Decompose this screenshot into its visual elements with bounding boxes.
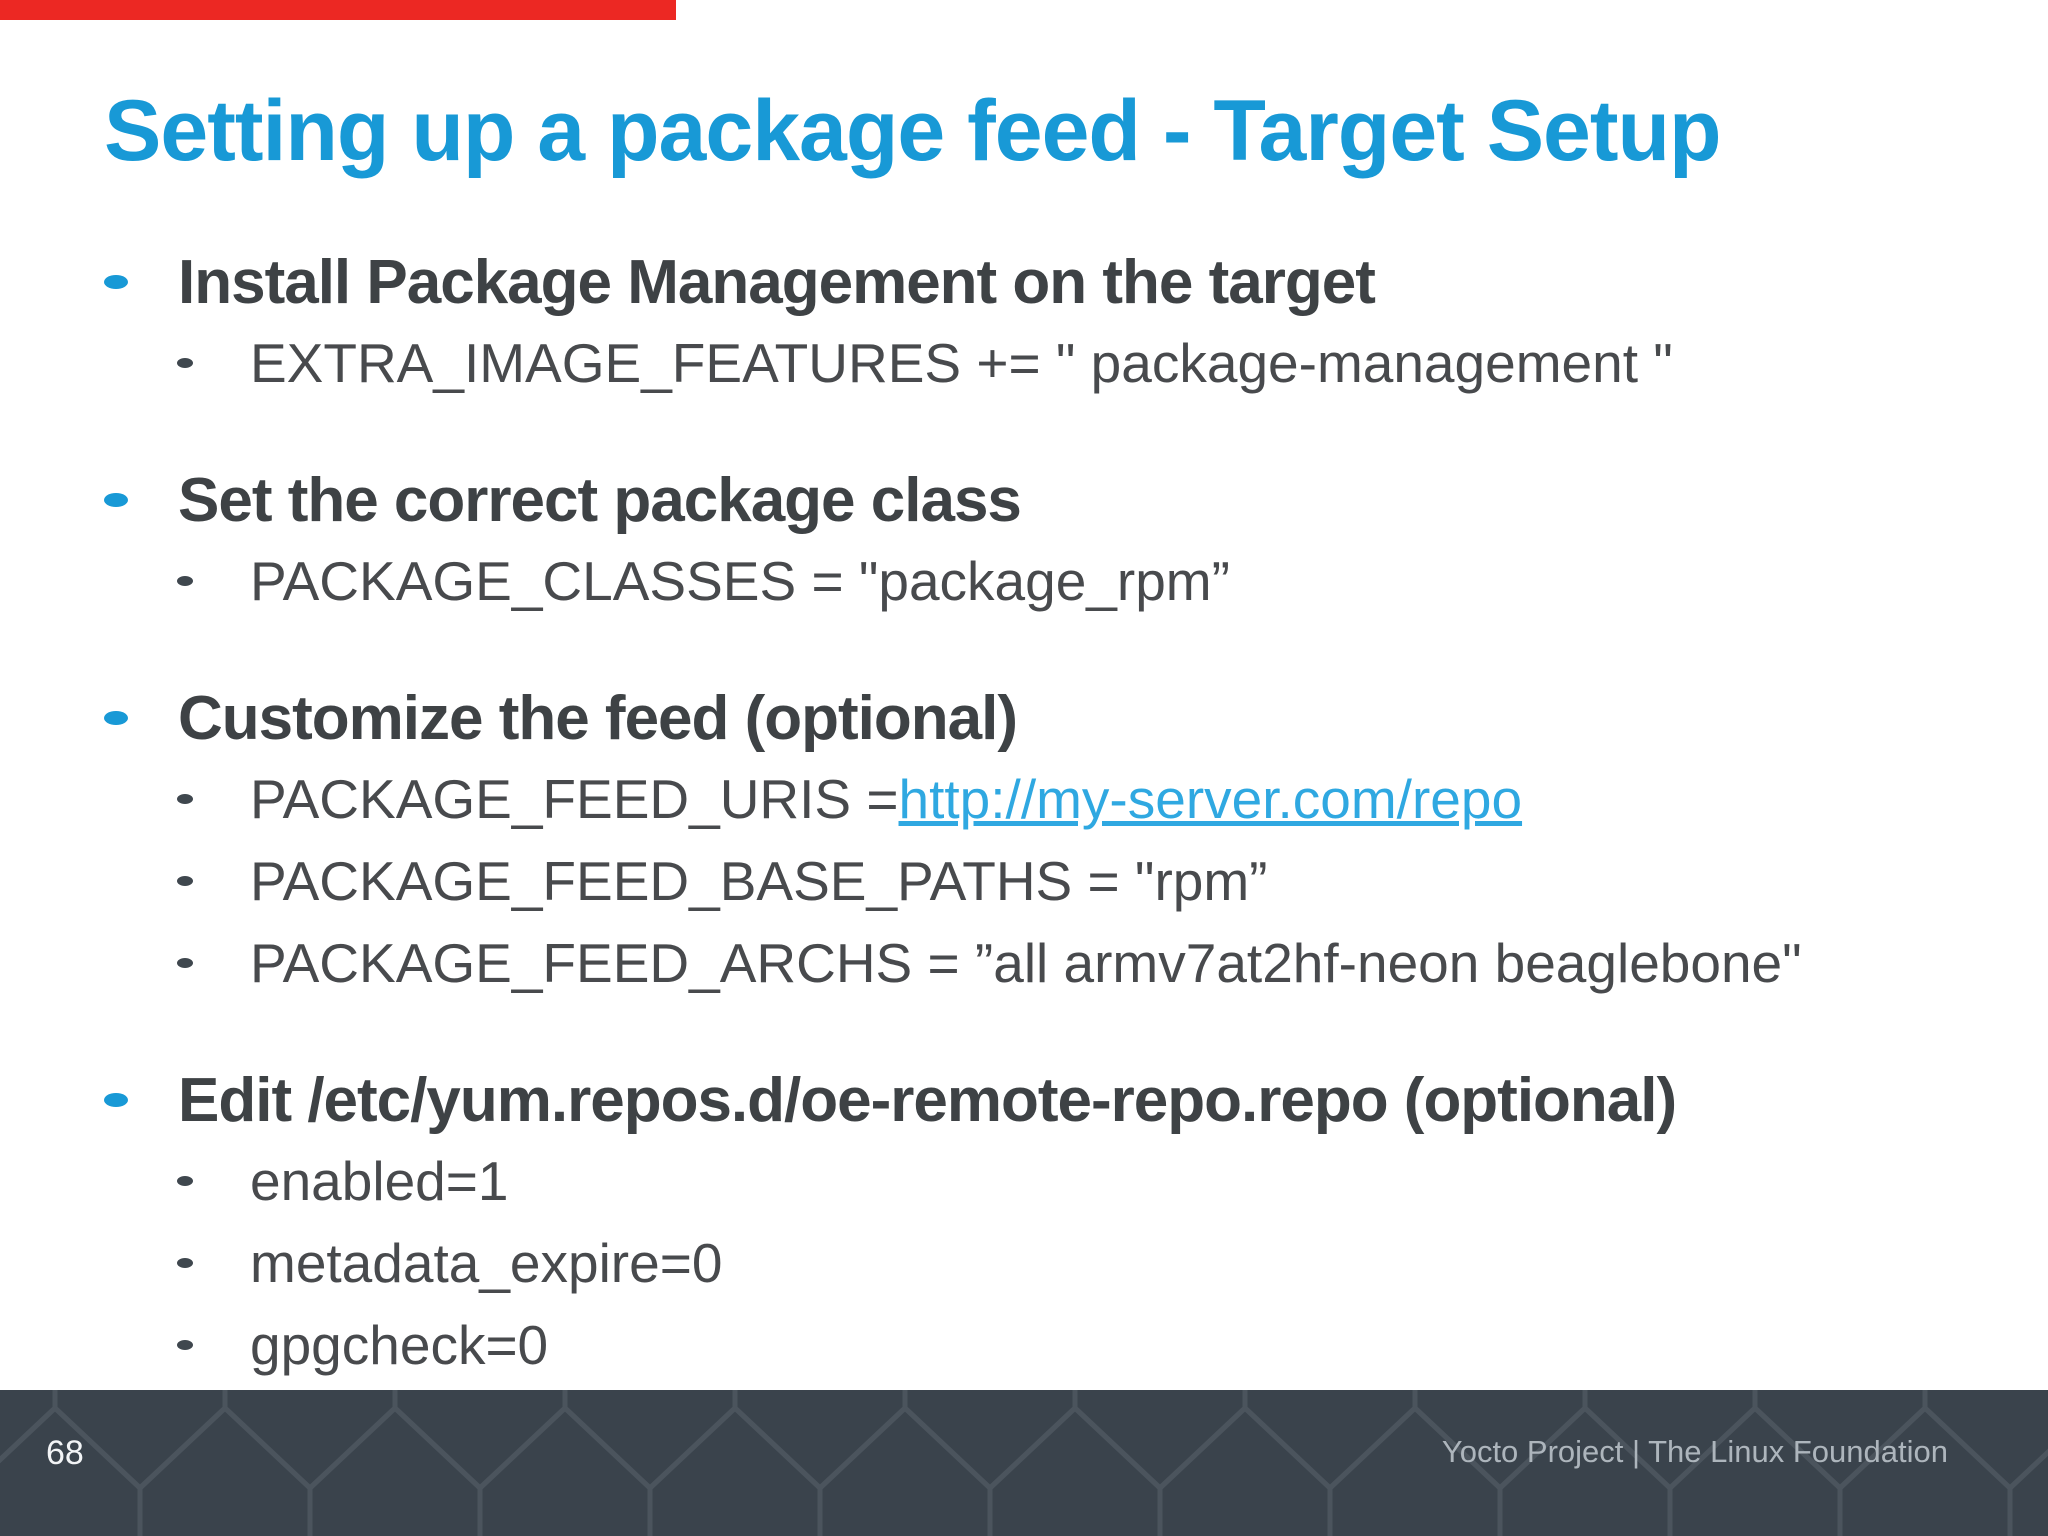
sub-bullet-icon [177,1176,193,1186]
code-text: PACKAGE_FEED_BASE_PATHS = "rpm” [250,850,1268,912]
sub-bullet-icon [177,958,193,968]
sub-bullet-icon [177,794,193,804]
bullet-heading: Install Package Management on the target [104,248,2008,317]
code-text: metadata_expire=0 [250,1232,723,1294]
bullet-heading: Edit /etc/yum.repos.d/oe-remote-repo.rep… [104,1066,2008,1135]
heading-text: Install Package Management on the target [178,247,1376,317]
bullet-icon [104,1093,128,1107]
code-text: enabled=1 [250,1150,509,1212]
code-text: gpgcheck=0 [250,1314,549,1376]
slide-footer: 68 Yocto Project | The Linux Foundation [0,1390,2048,1536]
bullet-icon [104,275,128,289]
code-text: PACKAGE_FEED_URIS = [250,768,899,830]
section-customize-feed: Customize the feed (optional) PACKAGE_FE… [104,684,2008,1004]
heading-text: Customize the feed (optional) [178,683,1018,753]
list-item: EXTRA_IMAGE_FEATURES += " package-manage… [104,322,2008,404]
slide-body: Install Package Management on the target… [104,248,2008,1386]
section-package-class: Set the correct package class PACKAGE_CL… [104,466,2008,622]
sub-bullet-icon [177,576,193,586]
bullet-icon [104,711,128,725]
code-text: EXTRA_IMAGE_FEATURES += " package-manage… [250,332,1673,394]
page-number: 68 [46,1434,84,1472]
list-item: PACKAGE_CLASSES = "package_rpm” [104,540,2008,622]
video-progress-bar[interactable] [0,0,676,20]
page-title: Setting up a package feed - Target Setup [104,83,1722,179]
bullet-icon [104,493,128,507]
list-item: PACKAGE_FEED_ARCHS = ”all armv7at2hf-neo… [104,922,2008,1004]
section-edit-repo-file: Edit /etc/yum.repos.d/oe-remote-repo.rep… [104,1066,2008,1386]
list-item: gpgcheck=0 [104,1304,2008,1386]
sub-bullet-icon [177,358,193,368]
code-text: PACKAGE_CLASSES = "package_rpm” [250,550,1230,612]
bullet-heading: Customize the feed (optional) [104,684,2008,753]
bullet-heading: Set the correct package class [104,466,2008,535]
list-item: metadata_expire=0 [104,1222,2008,1304]
section-install-package-management: Install Package Management on the target… [104,248,2008,404]
package-feed-uri-link[interactable]: http://my-server.com/repo [898,768,1523,830]
sub-bullet-icon [177,876,193,886]
list-item: PACKAGE_FEED_URIS = http://my-server.com… [104,758,2008,840]
sub-bullet-icon [177,1258,193,1268]
heading-text: Set the correct package class [178,465,1022,535]
heading-text: Edit /etc/yum.repos.d/oe-remote-repo.rep… [178,1065,1677,1135]
code-text: PACKAGE_FEED_ARCHS = ”all armv7at2hf-neo… [250,932,1802,994]
hexagon-pattern [0,1390,2048,1536]
footer-credit: Yocto Project | The Linux Foundation [1441,1434,1948,1469]
list-item: enabled=1 [104,1140,2008,1222]
sub-bullet-icon [177,1340,193,1350]
list-item: PACKAGE_FEED_BASE_PATHS = "rpm” [104,840,2008,922]
